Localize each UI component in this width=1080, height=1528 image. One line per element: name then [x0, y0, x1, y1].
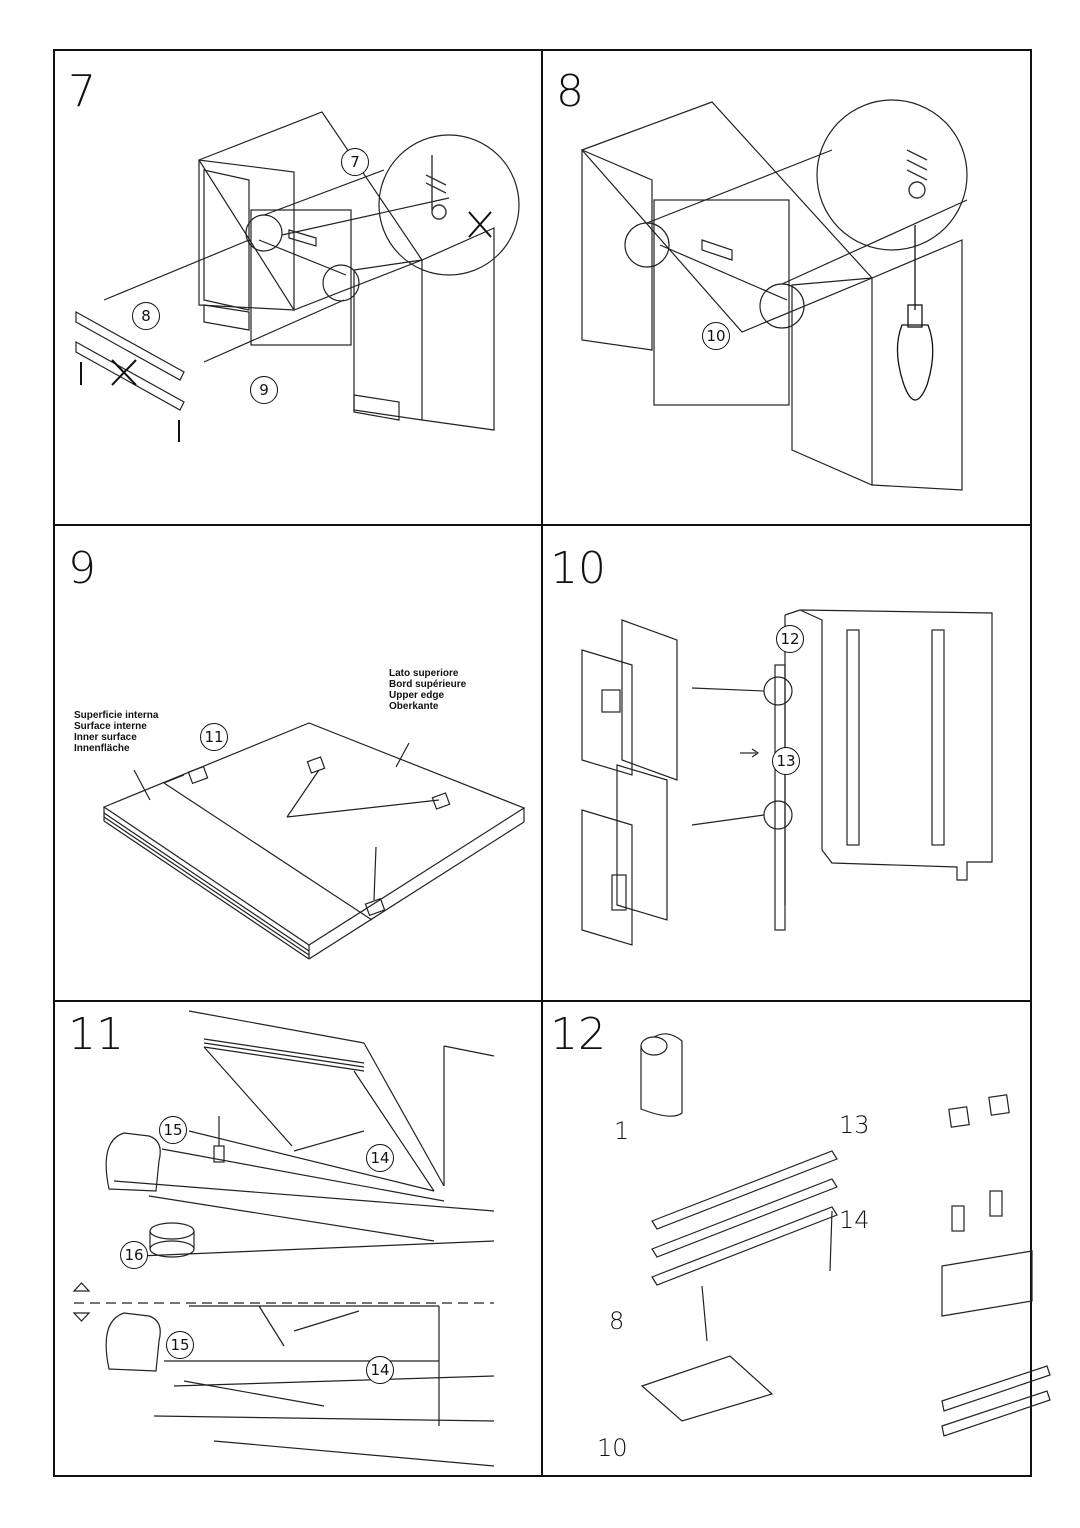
inner-surface-label: Superficie interna Surface interne Inner… [74, 710, 159, 754]
triangle-down-icon [72, 1312, 91, 1322]
trim-illustration [72, 1010, 495, 1467]
cross-mark-icon [111, 211, 492, 386]
step-number: 9 [68, 543, 96, 594]
step-10-panel: 10 [542, 525, 1031, 1001]
step-12-panel: 12 1 13 14 8 10 [542, 1001, 1051, 1476]
grid-lines [53, 49, 1032, 1477]
callout-12: 12 [776, 625, 804, 653]
parts-illustration [640, 1033, 1051, 1437]
tape-roll-icon [149, 1222, 195, 1258]
callout-16: 16 [120, 1241, 148, 1269]
triangle-up-icon [72, 1282, 91, 1292]
callout-7: 7 [341, 148, 369, 176]
arrow-right-icon [740, 748, 760, 758]
step-8-panel: 8 [542, 50, 1031, 525]
pencil-icon [293, 1130, 365, 1332]
callout-9: 9 [250, 376, 278, 404]
brush-icon [213, 1116, 225, 1163]
upper-edge-label: Lato superiore Bord supérieure Upper edg… [389, 668, 467, 712]
step-number: 11 [68, 1009, 124, 1060]
door-hinge-illustration [581, 609, 993, 946]
step-9-panel: 9 Superficie interna Surface interne Inn… [54, 525, 542, 1001]
step-11-panel: 11 [54, 1001, 542, 1476]
part-10-number: 10 [597, 1434, 628, 1462]
callout-8: 8 [132, 302, 160, 330]
callout-15b: 15 [166, 1331, 194, 1359]
part-13-number: 13 [839, 1111, 870, 1139]
callout-14b: 14 [366, 1356, 394, 1384]
drill-icon [105, 1132, 161, 1372]
step-number: 12 [550, 1009, 606, 1060]
part-1-number: 1 [614, 1117, 630, 1145]
cabinet-illustration [75, 111, 520, 442]
part-14-number: 14 [839, 1206, 870, 1234]
step-number: 8 [556, 66, 584, 117]
screw-icon [80, 362, 180, 442]
panel-board-illustration [102, 722, 526, 960]
instruction-sheet: 7 [53, 49, 1051, 1477]
callout-10: 10 [702, 322, 730, 350]
callout-13: 13 [772, 747, 800, 775]
step-number: 10 [550, 543, 606, 594]
callout-15a: 15 [159, 1116, 187, 1144]
callout-11: 11 [200, 723, 228, 751]
cabinet-illustration [580, 99, 968, 491]
step-7-panel: 7 [54, 50, 542, 525]
step-number: 7 [68, 66, 96, 117]
part-8-number: 8 [609, 1307, 625, 1335]
callout-14a: 14 [366, 1144, 394, 1172]
screwdriver-icon [896, 225, 934, 401]
